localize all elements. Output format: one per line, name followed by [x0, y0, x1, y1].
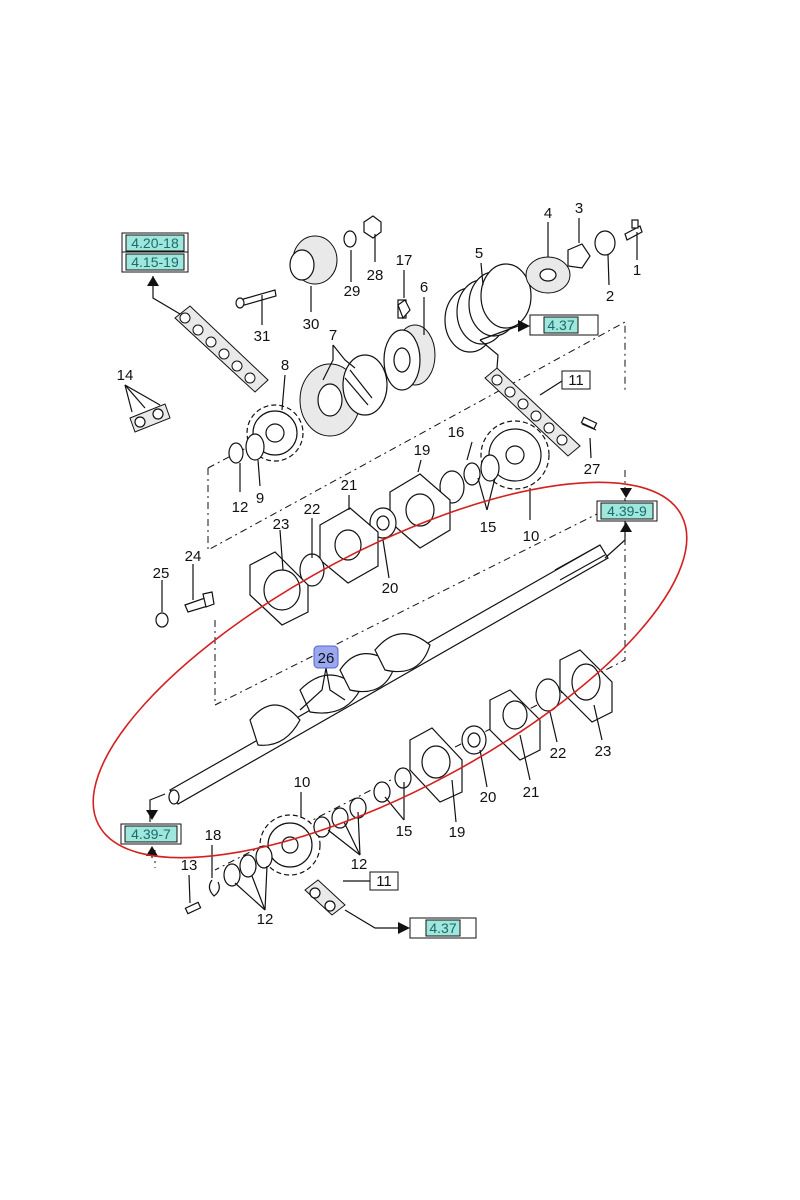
callout-29[interactable]: 29 — [344, 283, 361, 300]
callout-23-upper[interactable]: 23 — [273, 516, 290, 533]
chain-link-14 — [129, 403, 171, 433]
reference-4-39-7[interactable]: 4.39-7 — [120, 823, 182, 845]
callout-26[interactable]: 26 — [318, 650, 335, 667]
callout-2[interactable]: 2 — [606, 288, 614, 305]
callout-22-upper[interactable]: 22 — [304, 501, 321, 518]
callout-8[interactable]: 8 — [281, 357, 289, 374]
callout-10-upper[interactable]: 10 — [523, 528, 540, 545]
chain-upper-left — [174, 305, 269, 393]
callout-11-frame — [561, 370, 591, 390]
reference-4-37-top[interactable]: 4.37 — [529, 314, 599, 336]
callout-23-lower[interactable]: 23 — [595, 743, 612, 760]
reference-4-20-18[interactable]: 4.20-18 — [121, 232, 189, 254]
top-right-hardware — [525, 219, 643, 294]
callout-12-lower[interactable]: 12 — [257, 911, 274, 928]
callout-19-upper[interactable]: 19 — [414, 442, 431, 459]
chain-lower — [304, 879, 346, 916]
reference-4-39-9[interactable]: 4.39-9 — [596, 500, 658, 522]
spring-5 — [444, 263, 532, 353]
callout-20-upper[interactable]: 20 — [382, 580, 399, 597]
callout-27[interactable]: 27 — [584, 461, 601, 478]
callout-17[interactable]: 17 — [396, 252, 413, 269]
top-left-hardware — [235, 215, 411, 320]
callout-30[interactable]: 30 — [303, 316, 320, 333]
bearing-lower — [409, 649, 613, 803]
callout-3[interactable]: 3 — [575, 200, 583, 217]
callout-1[interactable]: 1 — [633, 262, 641, 279]
callout-28[interactable]: 28 — [367, 267, 384, 284]
callout-25[interactable]: 25 — [153, 565, 170, 582]
chain-upper-right — [484, 367, 598, 457]
callout-31[interactable]: 31 — [254, 328, 271, 345]
callout-12-middle[interactable]: 12 — [351, 856, 368, 873]
sprocket-upper — [228, 404, 304, 464]
reference-label: 4.39-7 — [131, 826, 171, 842]
callout-12-upper[interactable]: 12 — [232, 499, 249, 516]
reference-label: 4.37 — [429, 920, 456, 936]
reference-label: 4.15-19 — [131, 254, 179, 270]
callout-6[interactable]: 6 — [420, 279, 428, 296]
hub-6 — [383, 299, 436, 391]
reference-label: 4.37 — [547, 317, 574, 333]
callout-5[interactable]: 5 — [475, 245, 483, 262]
highlight-26 — [313, 645, 339, 669]
callout-11-frame — [369, 871, 399, 891]
callout-14[interactable]: 14 — [117, 367, 134, 384]
sprocket-10-upper — [439, 420, 550, 504]
reference-4-37-bottom[interactable]: 4.37 — [409, 917, 477, 939]
sprocket-10-lower — [184, 767, 412, 915]
bolt-24 — [155, 591, 215, 628]
callout-7[interactable]: 7 — [329, 327, 337, 344]
leader-lines — [124, 218, 638, 929]
callout-20-lower[interactable]: 20 — [480, 789, 497, 806]
callout-9[interactable]: 9 — [256, 490, 264, 507]
callout-21-upper[interactable]: 21 — [341, 477, 358, 494]
callout-22-lower[interactable]: 22 — [550, 745, 567, 762]
callout-24[interactable]: 24 — [185, 548, 202, 565]
clutch-assembly — [299, 354, 388, 437]
reference-4-15-19[interactable]: 4.15-19 — [121, 251, 189, 273]
callout-15-upper[interactable]: 15 — [480, 519, 497, 536]
callout-19-lower[interactable]: 19 — [449, 824, 466, 841]
arrowheads — [146, 276, 632, 934]
callout-13[interactable]: 13 — [181, 857, 198, 874]
reference-label: 4.20-18 — [131, 235, 179, 251]
callout-labels: 1 2 3 4 5 6 7 8 9 10 10 11 11 12 12 12 1… — [117, 200, 642, 928]
callout-21-lower[interactable]: 21 — [523, 784, 540, 801]
callout-15-lower[interactable]: 15 — [396, 823, 413, 840]
bearing-upper — [249, 473, 451, 626]
callout-10-lower[interactable]: 10 — [294, 774, 311, 791]
callout-11-lower[interactable]: 11 — [376, 873, 392, 890]
reference-label: 4.39-9 — [607, 503, 647, 519]
callout-11-upper[interactable]: 11 — [568, 372, 584, 389]
auger-shaft — [168, 544, 609, 805]
selection-ellipse — [92, 481, 688, 859]
callout-18[interactable]: 18 — [205, 827, 222, 844]
callout-4[interactable]: 4 — [544, 205, 552, 222]
callout-16[interactable]: 16 — [448, 424, 465, 441]
